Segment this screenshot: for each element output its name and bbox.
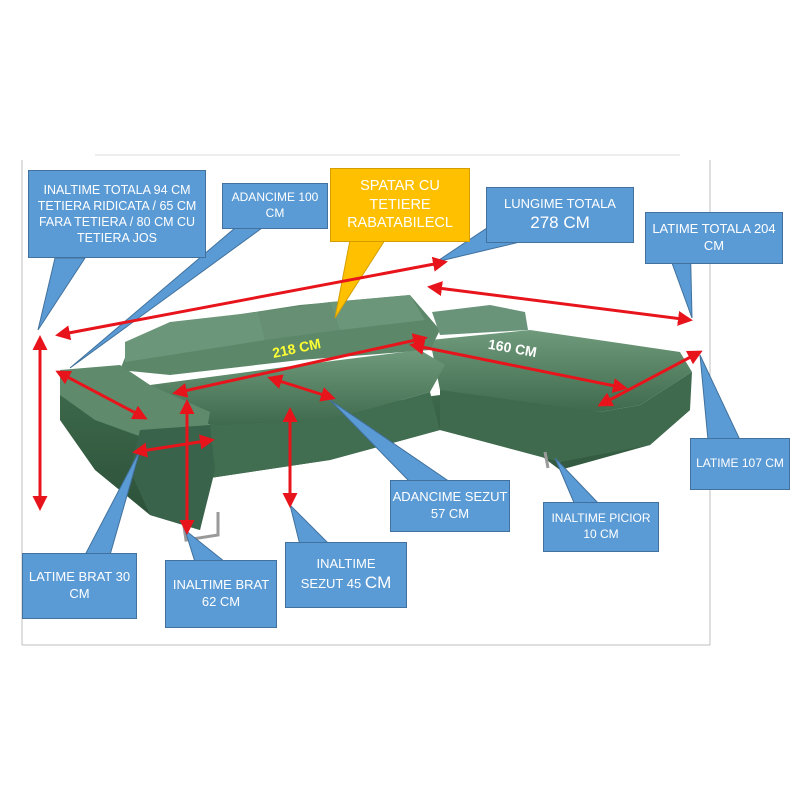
- arrow-chaise-width: [597, 350, 703, 407]
- callout-total-width: LATIME TOTALA 204 CM: [645, 212, 783, 264]
- callout-leg-height-text: INALTIME PICIOR 10 CM: [551, 511, 651, 541]
- callout-seat-height-line2: SEZUT 45 CM: [301, 572, 392, 594]
- callout-seat-height-line1: INALTIME: [316, 555, 376, 571]
- main-seat-front: [210, 392, 440, 478]
- callout-total-length-title: LUNGIME TOTALA: [504, 195, 616, 211]
- callout-seat-height-number: SEZUT 45: [300, 576, 362, 592]
- callout-total-height: INALTIME TOTALA 94 CM TETIERA RIDICATA /…: [28, 170, 206, 258]
- callout-width-107-text: LATIME 107 CM: [696, 456, 784, 471]
- arrow-total-width: [427, 281, 693, 326]
- callout-seat-height: INALTIME SEZUT 45 CM: [285, 542, 407, 608]
- callout-total-length-value: 278 CM: [530, 213, 590, 233]
- arrow-arm-width: [132, 434, 215, 458]
- pointer-inaltime-totala: [37, 257, 86, 331]
- callout-seat-depth-text: ADANCIME SEZUT 57 CM: [392, 489, 508, 521]
- leg-chaise: [543, 451, 550, 469]
- callout-total-height-text: INALTIME TOTALA 94 CM TETIERA RIDICATA /…: [37, 182, 197, 246]
- callout-seat-height-unit: CM: [364, 573, 392, 593]
- callout-backrest: SPATAR CU TETIERE RABATABILECL: [330, 168, 470, 242]
- callout-backrest-text: SPATAR CU TETIERE RABATABILECL: [347, 177, 453, 232]
- dimension-arrows: [32, 256, 703, 535]
- arrow-depth: [55, 370, 148, 420]
- callout-width-107: LATIME 107 CM: [690, 438, 790, 490]
- pointer-inaltime-sezut: [289, 503, 332, 546]
- callout-depth-text: ADANCIME 100 CM: [231, 190, 319, 220]
- callout-arm-height-text: INALTIME BRAT 62 CM: [172, 577, 270, 609]
- arrow-total-length: [55, 256, 448, 341]
- callout-depth: ADANCIME 100 CM: [222, 183, 328, 229]
- arrow-seat-depth: [267, 374, 336, 402]
- pointer-latime-107: [699, 354, 741, 441]
- callout-arm-height: INALTIME BRAT 62 CM: [165, 560, 277, 628]
- callout-total-width-text: LATIME TOTALA 204 CM: [652, 221, 776, 253]
- headrest-chaise: [432, 305, 528, 335]
- callout-total-length: LUNGIME TOTALA 278 CM: [486, 187, 634, 243]
- callout-arm-width: LATIME BRAT 30 CM: [22, 553, 137, 619]
- callout-arm-width-text: LATIME BRAT 30 CM: [28, 569, 131, 601]
- callout-leg-height: INALTIME PICIOR 10 CM: [543, 502, 659, 552]
- arrow-chaise-length: [409, 340, 628, 393]
- callout-seat-depth: ADANCIME SEZUT 57 CM: [390, 480, 510, 532]
- chaise-front: [440, 372, 692, 462]
- arrow-main-length: [172, 333, 428, 398]
